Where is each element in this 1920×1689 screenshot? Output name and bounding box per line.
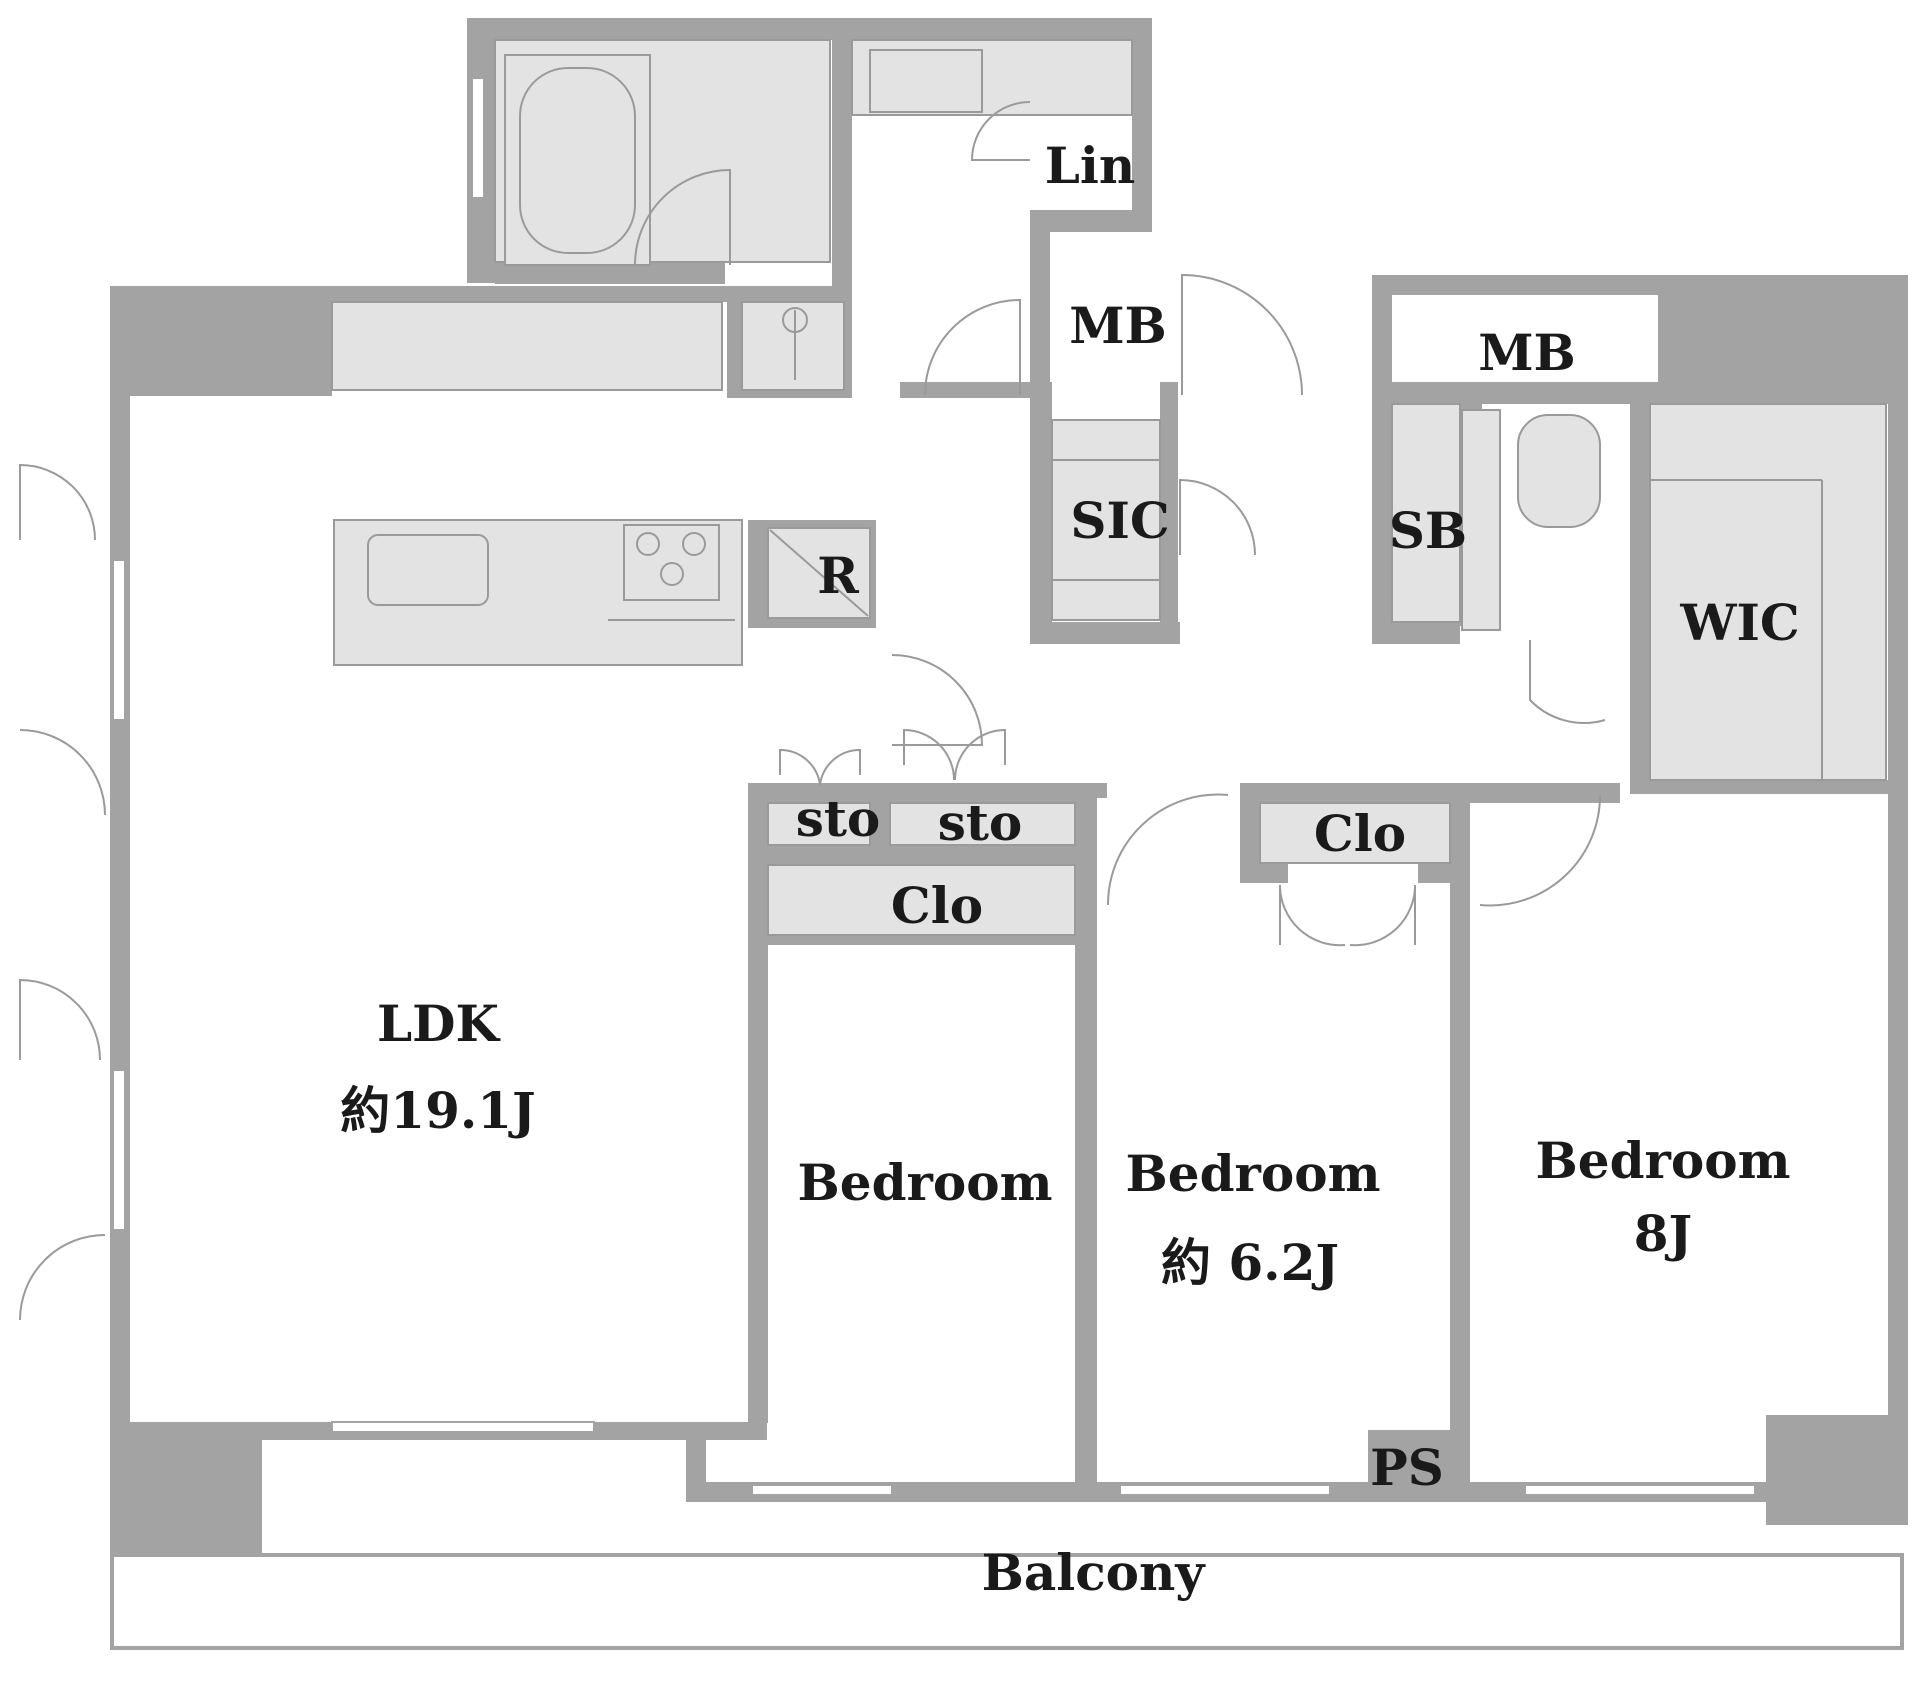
label-lin: Lin — [1045, 136, 1136, 195]
label-mb-left: MB — [1069, 296, 1167, 355]
label-wic: WIC — [1679, 593, 1799, 652]
label-sic: SIC — [1070, 491, 1169, 550]
label-ps: PS — [1370, 1438, 1444, 1497]
label-clo-center: Clo — [1314, 804, 1406, 863]
room-labels: Lin MB MB SIC SB R WIC sto sto Clo Clo L… — [340, 136, 1799, 1602]
walls — [110, 18, 1908, 1557]
label-ldk: LDK — [377, 994, 501, 1053]
label-r: R — [817, 546, 859, 605]
label-bedroom-center-size: 約 6.2J — [1161, 1233, 1339, 1292]
label-sto-right: sto — [938, 793, 1023, 852]
label-mb-right: MB — [1478, 323, 1576, 382]
balcony-outline — [110, 1553, 1904, 1650]
label-bedroom-center: Bedroom — [1126, 1144, 1381, 1203]
fixtures — [112, 39, 1887, 1496]
label-balcony: Balcony — [982, 1543, 1207, 1602]
label-ldk-size: 約19.1J — [340, 1081, 535, 1140]
label-bedroom-right: Bedroom — [1536, 1131, 1791, 1190]
label-bedroom-right-size: 8J — [1634, 1204, 1692, 1263]
label-bedroom-left: Bedroom — [798, 1153, 1053, 1212]
label-sb: SB — [1389, 501, 1467, 560]
door-swings — [19, 101, 1606, 1321]
label-sto-left: sto — [796, 789, 881, 848]
label-clo-left: Clo — [891, 876, 983, 935]
